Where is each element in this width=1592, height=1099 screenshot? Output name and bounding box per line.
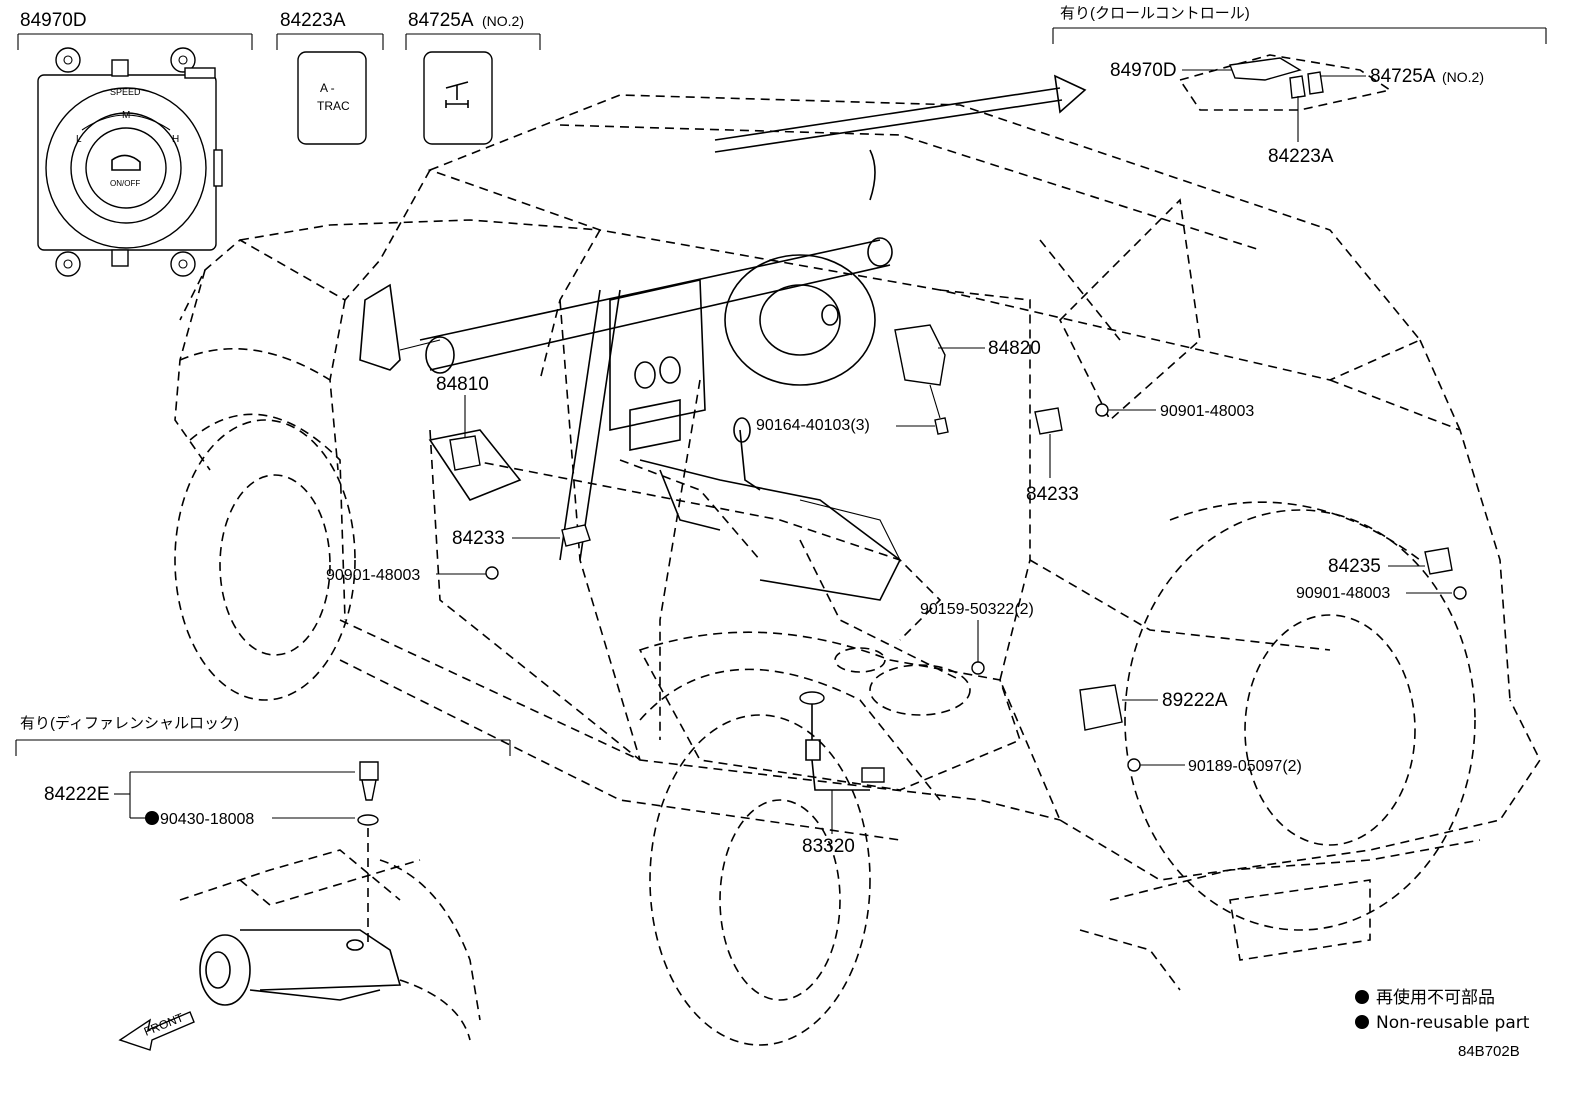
switch-speed-text: SPEED xyxy=(110,87,141,97)
crawl-control-switch: SPEED L M H ON/OFF xyxy=(37,47,223,277)
label-84233-left: 84233 xyxy=(452,528,505,549)
label-83320: 83320 xyxy=(802,836,855,857)
label-no2-inset: (NO.2) xyxy=(1442,69,1484,85)
diff-lock-switch xyxy=(423,51,493,145)
switch-m-text: M xyxy=(122,110,130,121)
inset-crawl-control: 有り(クロールコントロール) 84970D 84725A (NO.2) 8422… xyxy=(714,5,1547,167)
label-84233-right: 84233 xyxy=(1026,484,1079,505)
switch-onoff-text: ON/OFF xyxy=(110,179,140,188)
crawl-control-header: 有り(クロールコントロール) xyxy=(1060,5,1250,22)
label-no2-top: (NO.2) xyxy=(482,13,524,29)
switch-l-text: L xyxy=(76,134,82,145)
label-89222a: 89222A xyxy=(1162,690,1228,711)
switch-h-text: H xyxy=(172,134,179,145)
legend-item-en: Non-reusable part xyxy=(1376,1013,1530,1033)
label-90430-18008: 90430-18008 xyxy=(160,811,254,828)
label-84223a-inset: 84223A xyxy=(1268,146,1334,167)
diagram-code: 84B702B xyxy=(1458,1043,1520,1060)
label-90189-05097: 90189-05097(2) xyxy=(1188,758,1302,775)
label-90901-48003-right-top: 90901-48003 xyxy=(1160,403,1254,420)
label-84970d-inset: 84970D xyxy=(1110,60,1177,81)
inset-diff-lock: 有り(ディファレンシャルロック) 84222E 90430-18008 FRON… xyxy=(15,714,511,1051)
switch-atrac-2: TRAC xyxy=(317,99,350,113)
diff-lock-icon xyxy=(445,81,469,108)
label-84222e: 84222E xyxy=(44,784,110,805)
part-callouts: 84820 90164-40103(3) 84810 84233 90901-4… xyxy=(326,324,1467,857)
label-90164-40103: 90164-40103(3) xyxy=(756,417,870,434)
label-84725a-top: 84725A xyxy=(408,10,474,31)
interior-dashboard xyxy=(359,149,902,601)
label-90901-48003-right-bottom: 90901-48003 xyxy=(1296,585,1390,602)
label-90901-48003-left: 90901-48003 xyxy=(326,567,420,584)
a-trac-switch: A - TRAC xyxy=(297,51,367,145)
legend: 再使用不可部品 Non-reusable part 84B702B xyxy=(1355,987,1530,1060)
legend-item-ja: 再使用不可部品 xyxy=(1376,987,1495,1008)
label-84810: 84810 xyxy=(436,374,489,395)
label-84235: 84235 xyxy=(1328,556,1381,577)
label-84820: 84820 xyxy=(988,338,1041,359)
diff-lock-header: 有り(ディファレンシャルロック) xyxy=(20,714,239,732)
label-84223a-top: 84223A xyxy=(280,10,346,31)
label-84725a-inset: 84725A xyxy=(1370,66,1436,87)
label-84970d-top: 84970D xyxy=(20,10,87,31)
switch-atrac-1: A - xyxy=(320,81,335,95)
inset-top-left: 84970D 84223A 84725A (NO.2) SPEED L xyxy=(17,10,541,277)
label-90159-50322: 90159-50322(2) xyxy=(920,601,1034,618)
front-arrow-icon xyxy=(118,1011,195,1051)
